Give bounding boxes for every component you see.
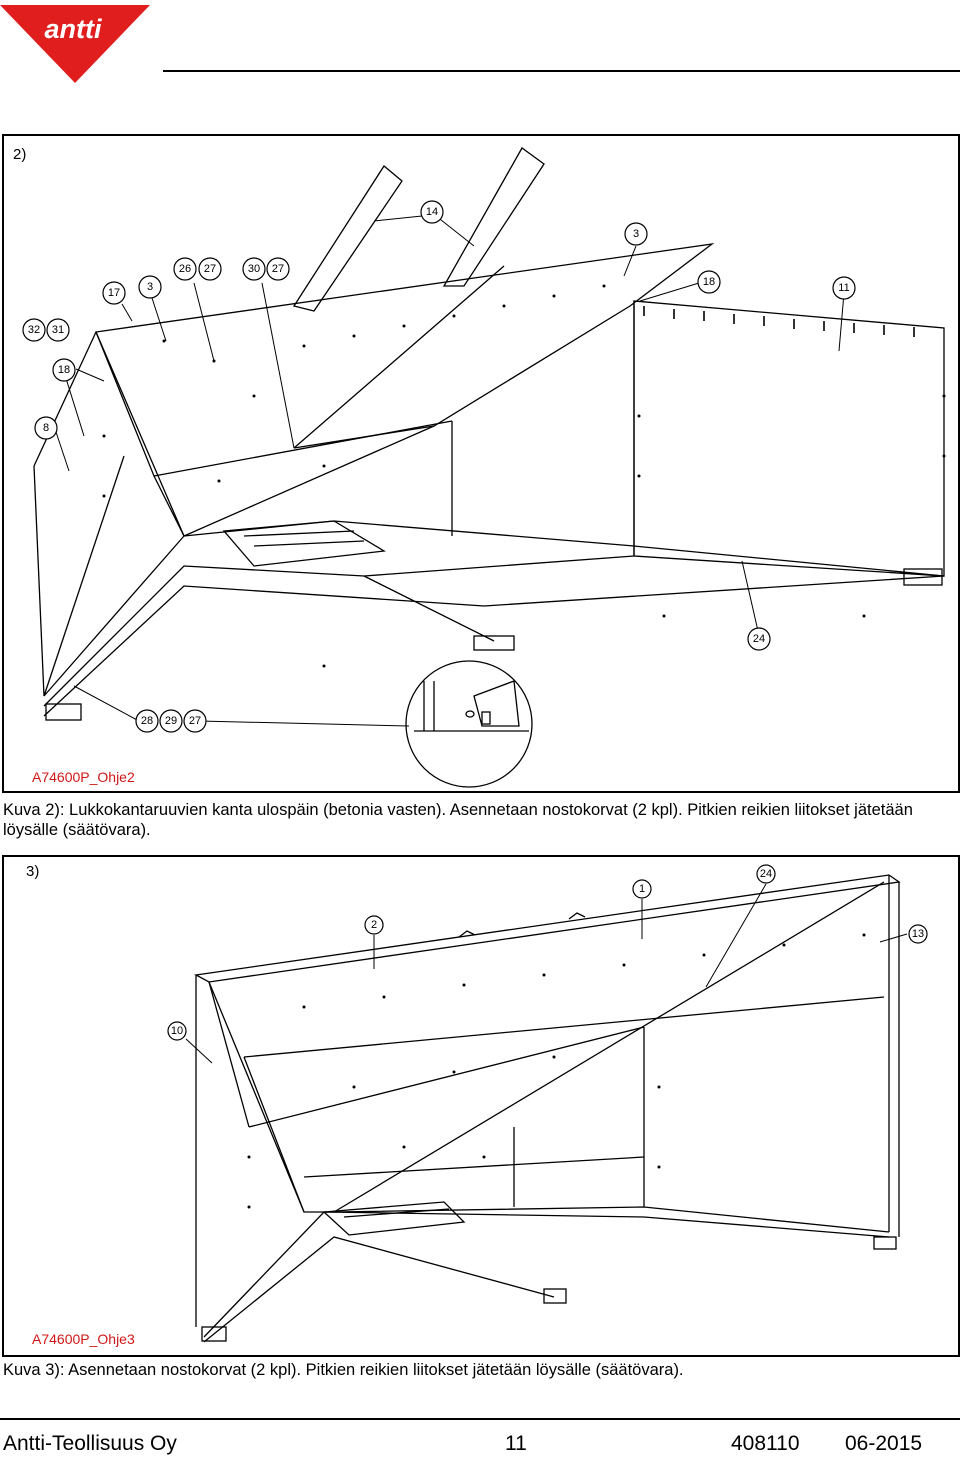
callout-18a: 18 (697, 270, 721, 294)
figure-3-caption: Kuva 3): Asennetaan nostokorvat (2 kpl).… (3, 1361, 684, 1379)
svg-text:27: 27 (204, 263, 216, 275)
callout-3b: 3 (624, 222, 648, 246)
callout-10: 10 (167, 1021, 187, 1041)
svg-text:17: 17 (108, 287, 120, 299)
svg-text:30: 30 (248, 263, 260, 275)
svg-text:27: 27 (189, 715, 201, 727)
svg-text:3: 3 (633, 228, 639, 240)
svg-text:13: 13 (912, 928, 924, 940)
callout-2: 2 (364, 915, 384, 935)
figure-3-code: A74600P_Ohje3 (32, 1331, 135, 1347)
figure-2-code: A74600P_Ohje2 (32, 769, 135, 785)
callout-24: 24 (747, 627, 771, 651)
svg-text:24: 24 (760, 868, 772, 880)
footer-date: 06-2015 (845, 1432, 923, 1455)
callout-29: 29 (159, 709, 183, 733)
footer-company: Antti-Teollisuus Oy (3, 1432, 177, 1455)
figure-2-callouts: 32 31 17 3 26 27 30 27 14 3 18 11 18 8 2… (22, 200, 856, 733)
footer-doc-number: 408110 (731, 1432, 800, 1455)
callout-18b: 18 (52, 358, 76, 382)
svg-text:14: 14 (426, 206, 438, 218)
figure-2-caption: Kuva 2): Lukkokantaruuvien kanta ulospäi… (3, 801, 913, 839)
figure-3-label: 3) (26, 863, 40, 880)
figure-2-frame: 2) (2, 134, 960, 793)
callout-17: 17 (102, 281, 126, 305)
callout-14: 14 (420, 200, 444, 224)
svg-text:18: 18 (703, 276, 715, 288)
svg-text:24: 24 (753, 633, 765, 645)
header-rule (163, 70, 960, 72)
figure-2-label: 2) (13, 146, 27, 163)
logo-text: antti (45, 14, 102, 44)
callout-11: 11 (832, 276, 856, 300)
callout-8: 8 (34, 416, 58, 440)
figure-3-callouts: 1 24 2 13 10 (167, 864, 928, 1041)
svg-text:10: 10 (171, 1025, 183, 1037)
svg-text:3: 3 (147, 281, 153, 293)
callout-1: 1 (632, 879, 652, 899)
svg-text:1: 1 (639, 883, 645, 895)
svg-text:27: 27 (272, 263, 284, 275)
callout-27a: 27 (198, 257, 222, 281)
footer-rule (0, 1418, 960, 1420)
callout-3a: 3 (138, 275, 162, 299)
svg-text:2: 2 (371, 919, 377, 931)
callout-27b: 27 (266, 257, 290, 281)
callout-27c: 27 (183, 709, 207, 733)
callout-13: 13 (908, 924, 928, 944)
callout-32: 32 (22, 318, 46, 342)
figure-3-drawing (185, 874, 908, 1343)
svg-text:28: 28 (141, 715, 153, 727)
svg-text:18: 18 (58, 364, 70, 376)
callout-24: 24 (756, 864, 776, 884)
svg-text:26: 26 (179, 263, 191, 275)
callout-30: 30 (242, 257, 266, 281)
svg-text:8: 8 (43, 422, 49, 434)
svg-text:31: 31 (52, 324, 64, 336)
callout-31: 31 (46, 318, 70, 342)
svg-text:29: 29 (165, 715, 177, 727)
figure-2-drawing (33, 147, 946, 788)
footer-page-number: 11 (505, 1432, 527, 1455)
figure-3-frame: 3) (2, 855, 960, 1357)
svg-text:11: 11 (838, 282, 849, 294)
callout-28: 28 (135, 709, 159, 733)
callout-26: 26 (173, 257, 197, 281)
svg-text:32: 32 (28, 324, 40, 336)
antti-logo: antti (0, 5, 150, 83)
